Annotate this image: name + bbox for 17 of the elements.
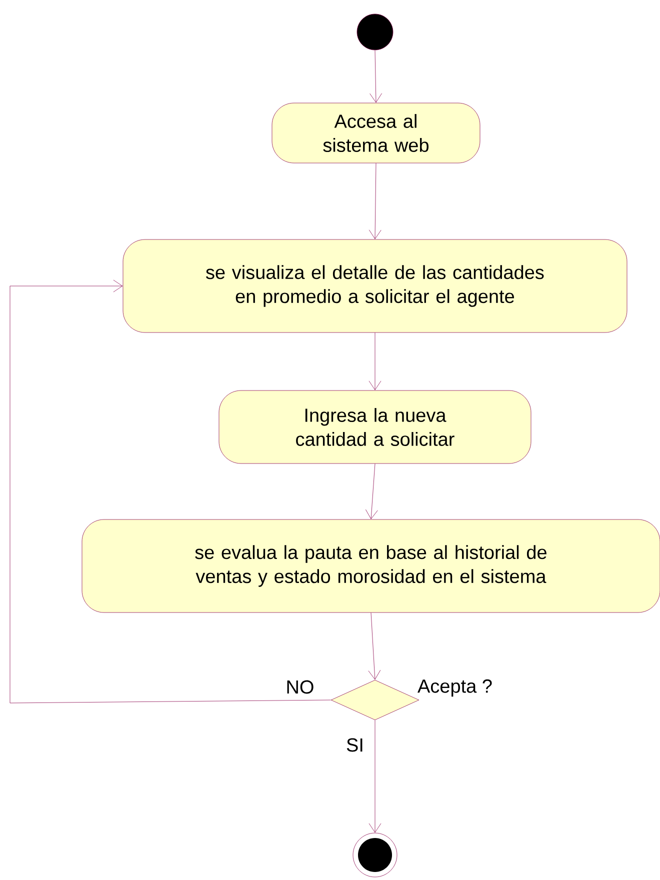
start-node (356, 14, 394, 50)
activity-box: se visualiza el detalle de las cantidades en promedio a solicitar el agente (122, 239, 628, 333)
edge-label: SI (345, 737, 365, 753)
activity-box: Accesa al sistema web (272, 102, 480, 164)
arrow (365, 464, 378, 520)
arrow (368, 332, 382, 390)
arrow (368, 612, 381, 680)
activity-box: Ingresa la nueva cantidad a solicitar (218, 390, 532, 464)
end-node (352, 832, 398, 878)
activity-box: se evalua la pauta en base al historial de ventas y estado morosidad en el sistema (82, 519, 660, 613)
decision-label: Acepta ? (418, 679, 492, 697)
edge-label: NO (284, 679, 316, 695)
arrow (370, 50, 382, 103)
arrow (10, 280, 331, 704)
arrow (368, 720, 382, 833)
decision-diamond (330, 680, 420, 720)
arrow (368, 163, 382, 240)
